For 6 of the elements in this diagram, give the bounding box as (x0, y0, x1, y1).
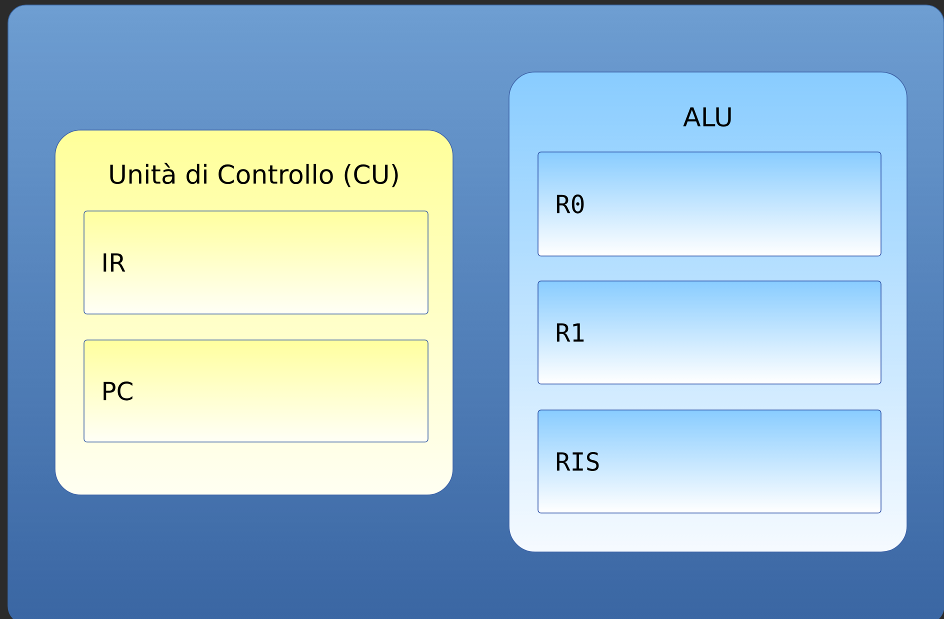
register-box: R0 (538, 152, 882, 256)
register-box: R1 (538, 280, 882, 384)
register-box: RIS (538, 410, 882, 514)
panel-background (8, 4, 944, 619)
register-box: IR (84, 210, 428, 314)
register-box: PC (84, 340, 428, 442)
